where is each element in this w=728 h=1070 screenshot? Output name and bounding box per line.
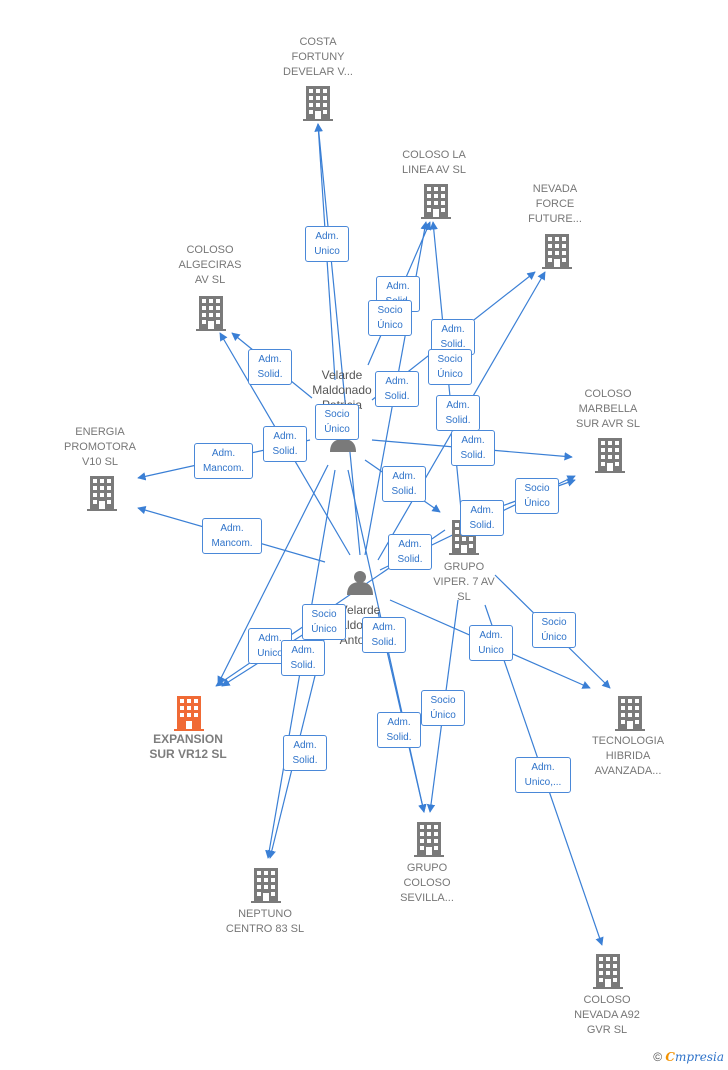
company-label: GRUPO COLOSO SEVILLA... <box>400 862 454 904</box>
building-icon <box>593 954 623 989</box>
building-icon <box>615 696 645 731</box>
company-node-coloso-algeciras[interactable]: COLOSO ALGECIRAS AV SL <box>150 243 270 288</box>
company-label: NEPTUNO CENTRO 83 SL <box>225 908 305 935</box>
company-label: GRUPO VIPER. 7 AV SL <box>433 561 495 603</box>
company-node-coloso-linea[interactable]: COLOSO LA LINEA AV SL <box>374 148 494 178</box>
building-icon <box>421 184 451 219</box>
building-icon <box>196 296 226 331</box>
edge-label[interactable]: Adm. Unico,... <box>515 757 571 793</box>
company-node-coloso-nevada[interactable]: COLOSO NEVADA A92 GVR SL <box>547 993 667 1038</box>
edge-label[interactable]: Adm. Solid. <box>283 735 327 771</box>
company-label: EXPANSION SUR VR12 SL <box>149 732 227 761</box>
company-node-nevada-force[interactable]: NEVADA FORCE FUTURE... <box>495 182 615 227</box>
company-icons <box>87 86 645 989</box>
edge-label[interactable]: Adm. Solid. <box>382 466 426 502</box>
company-label: TECNOLOGIA HIBRIDA AVANZADA... <box>591 735 665 777</box>
edge-label[interactable]: Adm. Solid. <box>460 500 504 536</box>
edge-label[interactable]: Socio Único <box>532 612 576 648</box>
building-icon <box>542 234 572 269</box>
edge-label[interactable]: Adm. Solid. <box>436 395 480 431</box>
company-node-neptuno[interactable]: NEPTUNO CENTRO 83 SL <box>205 907 325 937</box>
edge-label[interactable]: Socio Único <box>302 604 346 640</box>
person-icons <box>330 428 373 595</box>
company-node-grupo-coloso[interactable]: GRUPO COLOSO SEVILLA... <box>367 861 487 906</box>
edge-label[interactable]: Adm. Unico <box>469 625 513 661</box>
edge-label[interactable]: Adm. Solid. <box>375 371 419 407</box>
edge-label[interactable]: Adm. Mancom. <box>202 518 262 554</box>
company-node-coloso-marbella[interactable]: COLOSO MARBELLA SUR AVR SL <box>548 387 668 432</box>
building-icon <box>303 86 333 121</box>
edge-label[interactable]: Socio Único <box>515 478 559 514</box>
building-icon <box>87 476 117 511</box>
edge-label[interactable]: Socio Único <box>421 690 465 726</box>
edge-label[interactable]: Socio Único <box>428 349 472 385</box>
building-icon <box>595 438 625 473</box>
edge-label[interactable]: Socio Único <box>315 404 359 440</box>
company-node-grupo-viper[interactable]: GRUPO VIPER. 7 AV SL <box>404 560 524 605</box>
company-label: COSTA FORTUNY DEVELAR V... <box>283 36 353 78</box>
footer-brand: © Cmpresia <box>653 1050 724 1064</box>
company-node-energia[interactable]: ENERGIA PROMOTORA V10 SL <box>40 425 160 470</box>
edge-label[interactable]: Adm. Solid. <box>388 534 432 570</box>
edge-label[interactable]: Adm. Solid. <box>451 430 495 466</box>
edge-label[interactable]: Adm. Mancom. <box>194 443 253 479</box>
company-node-costa[interactable]: COSTA FORTUNY DEVELAR V... <box>258 35 378 80</box>
edge <box>217 464 329 685</box>
focus-building-icon <box>174 696 204 731</box>
company-label: NEVADA FORCE FUTURE... <box>528 183 582 225</box>
building-icon <box>414 822 444 857</box>
edge-label[interactable]: Adm. Unico <box>305 226 349 262</box>
edge-label[interactable]: Adm. Solid. <box>377 712 421 748</box>
company-label: ENERGIA PROMOTORA V10 SL <box>64 426 136 468</box>
edge-label[interactable]: Socio Único <box>368 300 412 336</box>
company-label: COLOSO ALGECIRAS AV SL <box>178 244 242 286</box>
company-node-tecnologia[interactable]: TECNOLOGIA HIBRIDA AVANZADA... <box>568 734 688 779</box>
building-icon <box>251 868 281 903</box>
person-icon <box>347 571 373 595</box>
company-node-expansion[interactable]: EXPANSION SUR VR12 SL <box>128 732 248 762</box>
company-label: COLOSO NEVADA A92 GVR SL <box>574 994 640 1036</box>
brand-logo: Cmpresia <box>665 1050 724 1064</box>
company-label: COLOSO LA LINEA AV SL <box>401 149 466 176</box>
edge-label[interactable]: Adm. Solid. <box>362 617 406 653</box>
edge-label[interactable]: Adm. Solid. <box>248 349 292 385</box>
edge-label[interactable]: Adm. Solid. <box>281 640 325 676</box>
company-label: COLOSO MARBELLA SUR AVR SL <box>576 388 640 430</box>
edge-label[interactable]: Adm. Solid. <box>263 426 307 462</box>
copyright-icon: © <box>653 1050 663 1064</box>
edge <box>314 123 361 556</box>
